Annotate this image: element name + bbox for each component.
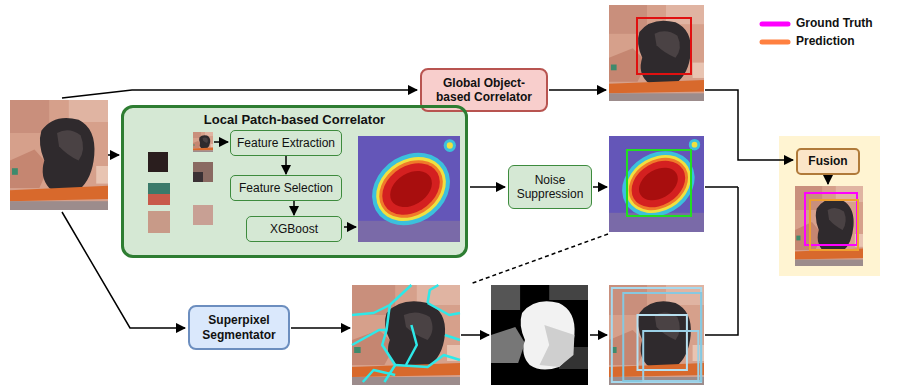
input-image xyxy=(10,100,108,210)
process-box: XGBoost xyxy=(246,216,342,242)
candidate-boxes-image xyxy=(609,285,704,385)
flow-arrows xyxy=(62,90,828,335)
segmentator-box: Superpixel Segmentator xyxy=(188,305,290,350)
node-label: Noise Suppression xyxy=(514,173,586,202)
legend-label: Ground Truth xyxy=(796,16,873,30)
local-output-image xyxy=(609,136,707,232)
container-fill xyxy=(121,105,468,258)
mask-image xyxy=(491,285,588,385)
process-box: Feature Selection xyxy=(230,175,342,201)
node-label: Feature Extraction xyxy=(237,136,335,150)
module-container: Local Patch-based CorrelatorFeature Extr… xyxy=(121,105,468,258)
node-label: Fusion xyxy=(808,154,847,168)
node-label: Global Object-based Correlator xyxy=(427,76,541,105)
process-box: Noise Suppression xyxy=(508,165,592,209)
global-output-image xyxy=(609,5,704,101)
fusion-panel xyxy=(779,136,880,276)
superpixel-image xyxy=(352,285,460,385)
image-patches xyxy=(148,132,213,233)
node-label: XGBoost xyxy=(270,222,318,236)
heatmap-image xyxy=(358,136,463,242)
fusion-box: Fusion xyxy=(796,148,860,175)
legend-label: Prediction xyxy=(796,34,855,48)
node-label: Superpixel Segmentator xyxy=(195,313,283,342)
process-box: Feature Extraction xyxy=(230,130,342,156)
node-label: Feature Selection xyxy=(239,181,333,195)
fusion-output-image xyxy=(795,186,863,266)
node-label: Local Patch-based Correlator xyxy=(204,112,385,128)
flow-arrow xyxy=(293,201,295,215)
flow-arrow xyxy=(285,156,287,174)
container-fill xyxy=(121,105,468,258)
legend-samples xyxy=(762,24,788,42)
